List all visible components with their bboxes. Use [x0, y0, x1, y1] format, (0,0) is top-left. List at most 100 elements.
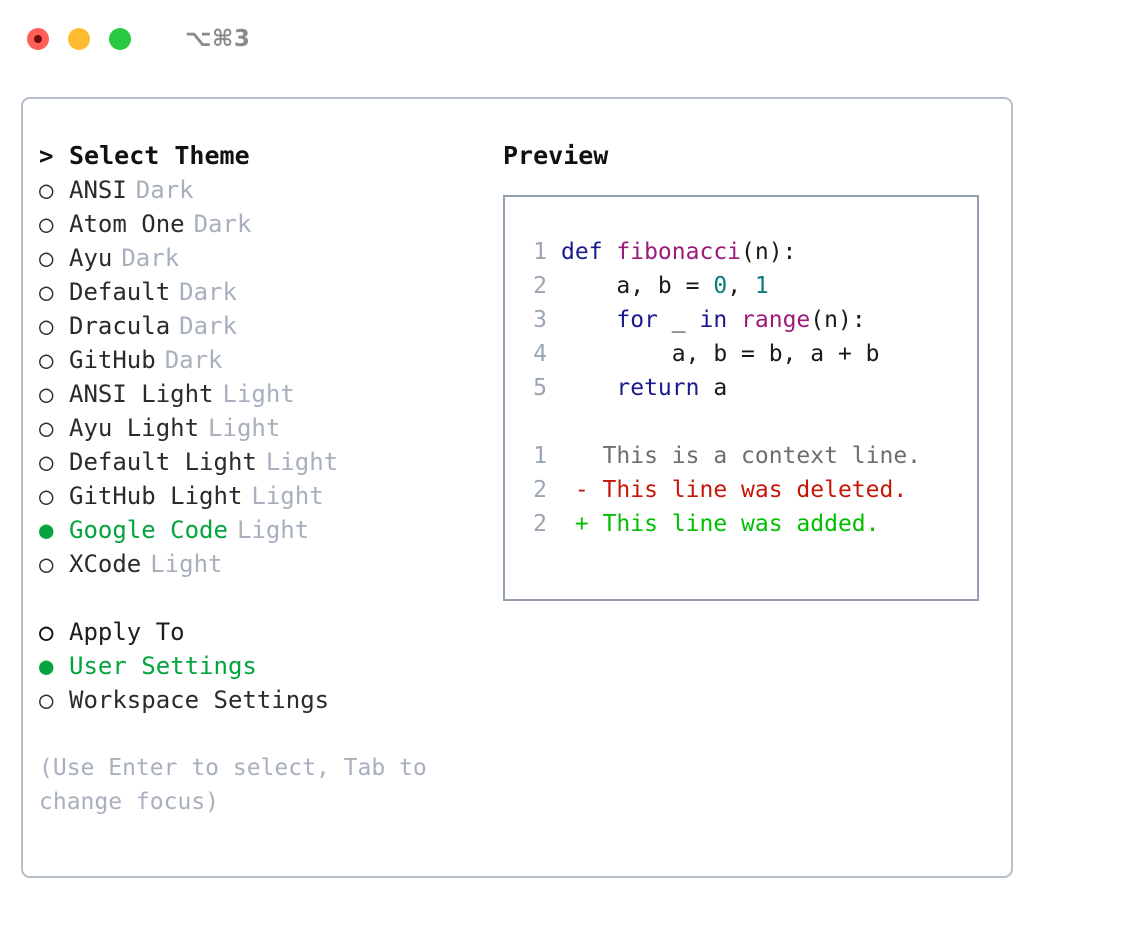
radio-selected-icon: ●: [39, 516, 54, 544]
theme-option-label: Ayu: [69, 244, 113, 272]
apply-to-option-workspace-settings[interactable]: ○Workspace Settings: [39, 683, 479, 717]
code-token-plain: a: [699, 375, 728, 401]
theme-option-ansi[interactable]: ○ ANSI Dark: [39, 173, 479, 207]
code-line-number: 1: [533, 239, 547, 265]
prompt-caret-icon: >: [39, 142, 54, 170]
theme-picker-heading-label: Select Theme: [69, 141, 250, 170]
radio-unselected-icon: ○: [39, 210, 54, 238]
close-button[interactable]: [27, 28, 49, 50]
radio-unselected-icon: ○: [39, 414, 54, 442]
theme-option-label: Google Code: [69, 516, 228, 544]
code-line-number: 4: [533, 341, 547, 367]
theme-option-default[interactable]: ○ Default Dark: [39, 275, 479, 309]
preview-title: Preview: [503, 141, 609, 170]
radio-unselected-icon: ○: [39, 448, 54, 476]
theme-option-github-light[interactable]: ○ GitHub Light Light: [39, 479, 479, 513]
keyboard-shortcut-label: ⌥⌘3: [185, 26, 251, 52]
theme-option-ayu[interactable]: ○ Ayu Dark: [39, 241, 479, 275]
theme-option-kind-badge: Dark: [179, 312, 237, 340]
apply-to-option-user-settings[interactable]: ● User Settings: [39, 649, 479, 683]
theme-option-label: GitHub Light: [69, 482, 243, 510]
code-line: 4 a, b = b, a + b: [505, 337, 977, 371]
theme-option-dracula[interactable]: ○ Dracula Dark: [39, 309, 479, 343]
theme-option-github[interactable]: ○ GitHub Dark: [39, 343, 479, 377]
keyboard-hint-text: (Use Enter to select, Tab to change focu…: [39, 755, 427, 815]
zoom-button[interactable]: [109, 28, 131, 50]
code-token-plain: ,: [727, 273, 755, 299]
code-line-content: return a: [561, 371, 727, 405]
diff-line-del: 2 - This line was deleted.: [505, 473, 977, 507]
theme-option-label: GitHub: [69, 346, 156, 374]
theme-option-kind-badge: Light: [222, 380, 295, 408]
radio-selected-icon: ●: [39, 652, 54, 680]
title-bar: ⌥⌘3: [0, 0, 1140, 78]
code-token-num: 0: [713, 273, 728, 299]
radio-unselected-icon: ○: [39, 482, 54, 510]
diff-line-number: 1: [533, 443, 547, 469]
theme-option-kind-badge: Dark: [164, 346, 223, 374]
code-line-number: 2: [533, 273, 547, 299]
theme-option-kind-badge: Dark: [179, 278, 237, 306]
radio-unselected-icon: ○: [39, 244, 54, 272]
apply-to-group: ○ Apply To ● User Settings ○Workspace Sett…: [39, 615, 479, 717]
theme-option-kind-badge: Dark: [135, 176, 194, 204]
theme-option-label: Dracula: [69, 312, 171, 340]
code-line: 3 for _ in range(n):: [505, 303, 977, 337]
theme-option-kind-badge: Light: [265, 448, 339, 476]
code-token-num: 1: [754, 273, 769, 299]
code-token-plain: [561, 307, 616, 333]
radio-unselected-icon: ○: [39, 176, 54, 204]
code-line: 5 return a: [505, 371, 977, 405]
code-token-plain: _: [657, 307, 700, 333]
preview-spacer: [505, 405, 977, 439]
theme-option-google-code[interactable]: ● Google Code Light: [39, 513, 479, 547]
apply-to-heading-label: Apply To: [69, 618, 185, 646]
window-controls: [27, 28, 131, 50]
diff-line-add: 2 + This line was added.: [505, 507, 977, 541]
code-line-number: 3: [533, 307, 547, 333]
code-token-kw: return: [616, 375, 700, 401]
apply-to-heading: ○ Apply To: [39, 615, 479, 649]
code-token-plain: [561, 375, 616, 401]
radio-unselected-icon: ○: [39, 312, 54, 340]
diff-line-content: This is a context line.: [561, 443, 922, 469]
code-token-plain: (n):: [810, 307, 866, 333]
radio-unselected-icon: ○: [39, 686, 54, 714]
code-token-plain: [727, 307, 741, 333]
code-token-plain: a, b =: [561, 273, 714, 299]
minimize-button[interactable]: [68, 28, 90, 50]
apply-to-option-label: User Settings: [69, 652, 257, 680]
theme-option-label: XCode: [69, 550, 142, 578]
code-token-plain: a, b = b, a + b: [561, 341, 880, 367]
theme-option-label: Default: [69, 278, 171, 306]
code-line-content: def fibonacci(n):: [561, 235, 796, 269]
code-token-fn: range: [741, 307, 811, 333]
apply-to-heading-spacer: ○: [39, 618, 54, 646]
theme-option-kind-badge: Dark: [193, 210, 252, 238]
code-line: 2 a, b = 0, 1: [505, 269, 977, 303]
diff-line-content: + This line was added.: [561, 511, 880, 537]
diff-sample: 1 This is a context line. 2 - This line w…: [505, 439, 977, 541]
code-line-content: a, b = b, a + b: [561, 337, 880, 371]
theme-option-label: ANSI: [69, 176, 127, 204]
theme-option-kind-badge: Light: [251, 482, 324, 510]
code-line-number: 5: [533, 375, 547, 401]
radio-unselected-icon: ○: [39, 278, 54, 306]
code-token-fn: fibonacci: [616, 239, 742, 265]
theme-option-kind-badge: Light: [236, 516, 310, 544]
diff-line-content: - This line was deleted.: [561, 477, 908, 503]
theme-option-kind-badge: Dark: [121, 244, 180, 272]
code-token-kw: def: [561, 239, 617, 265]
radio-unselected-icon: ○: [39, 346, 54, 374]
theme-option-kind-badge: Light: [150, 550, 223, 578]
